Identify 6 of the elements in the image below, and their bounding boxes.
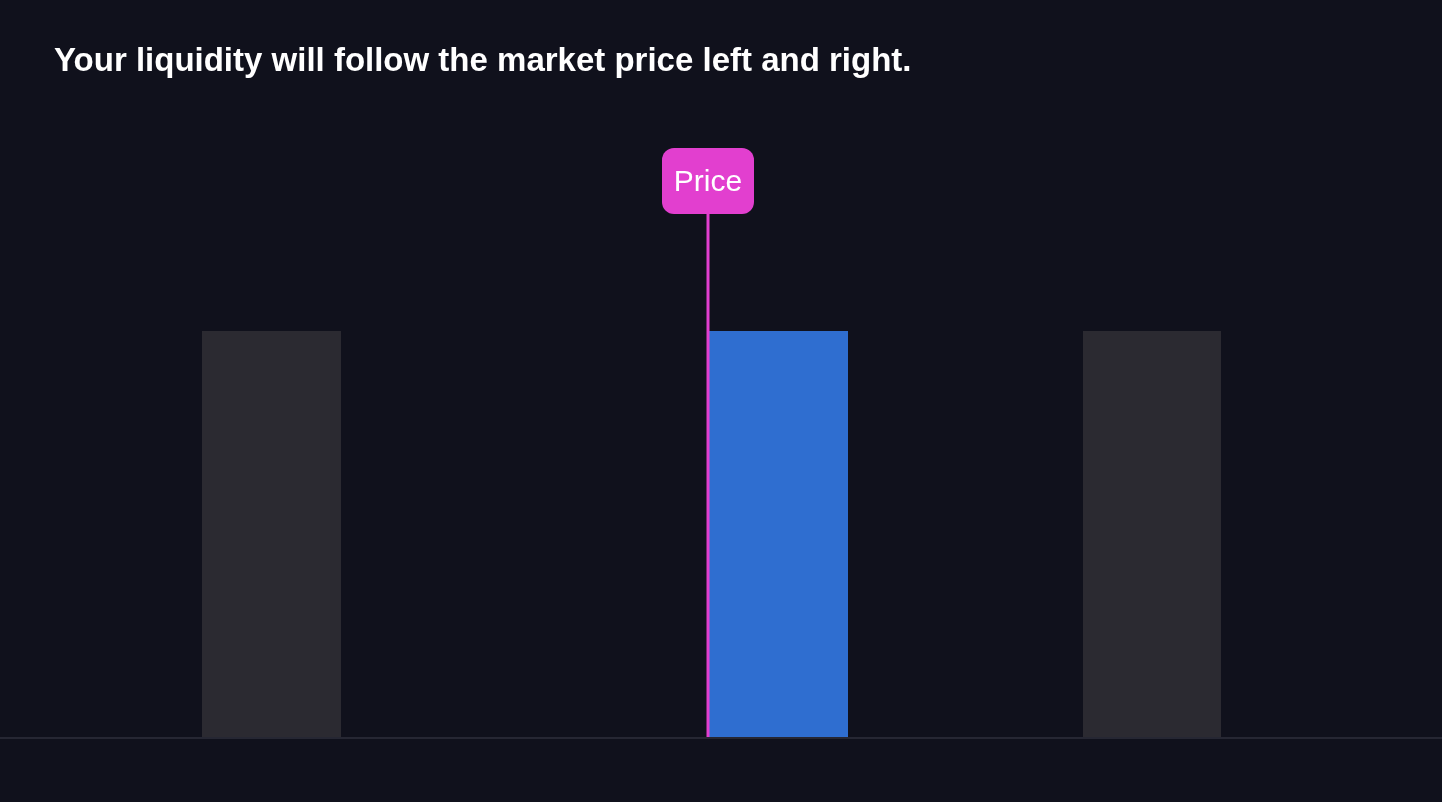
liquidity-bar — [202, 331, 341, 737]
liquidity-bar — [1083, 331, 1221, 737]
price-line — [706, 214, 710, 737]
title: Your liquidity will follow the market price left and right. — [54, 40, 912, 80]
liquidity-bar — [708, 331, 848, 737]
price-tag: Price — [662, 148, 754, 214]
